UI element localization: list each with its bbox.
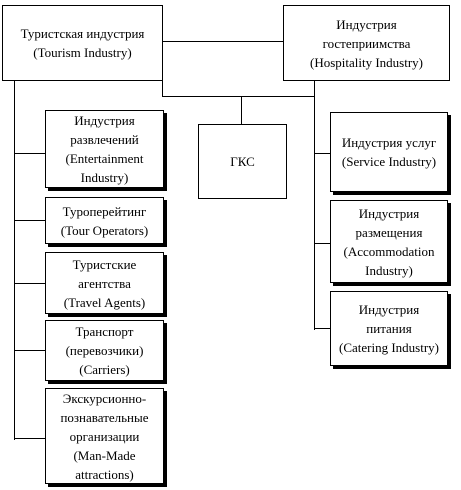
connector-hospitality-child-2	[314, 243, 330, 244]
travel-agents-line-3: (Travel Agents)	[63, 294, 146, 310]
entertainment-industry-box: Индустрия развлечений (Entertainment Ind…	[45, 110, 164, 188]
accommodation-line-4: Industry)	[365, 262, 413, 278]
entertainment-line-3: (Entertainment	[65, 151, 144, 166]
service-line-2: (Service Industry)	[341, 154, 437, 169]
tour-operators-line-1: Туроперейтинг	[62, 203, 147, 219]
connector-left-stub	[162, 80, 163, 97]
entertainment-line-1: Индустрия	[74, 113, 135, 128]
connector-tourism-child-5	[14, 438, 45, 439]
attractions-line-3: организации	[69, 428, 140, 444]
connector-tourism-child-3	[14, 283, 45, 284]
carriers-line-3: (Carriers)	[79, 362, 130, 377]
attractions-line-2: познавательные	[60, 409, 149, 425]
connector-hospitality-child-3	[314, 328, 330, 329]
gks-label: ГКС	[230, 154, 255, 169]
hospitality-line-3: (Hospitality Industry)	[309, 54, 423, 70]
connector-mid-horizontal	[162, 96, 314, 97]
tour-operators-box: Туроперейтинг (Tour Operators)	[45, 197, 164, 244]
connector-tourism-child-2	[14, 220, 45, 221]
carriers-line-2: (перевозчики)	[65, 343, 144, 358]
catering-line-1: Индустрия	[358, 302, 420, 317]
tourism-line-1: Туристская индустрия	[20, 26, 145, 41]
tour-operators-line-2: (Tour Operators)	[60, 222, 149, 238]
connector-tourism-trunk	[14, 80, 15, 440]
hospitality-industry-box: Индустрия гостеприимства (Hospitality In…	[283, 5, 450, 81]
gks-box: ГКС	[198, 124, 287, 199]
connector-hospitality-child-1	[314, 153, 330, 154]
attractions-line-1: Экскурсионно-	[62, 390, 147, 406]
man-made-attractions-box: Экскурсионно- познавательные организации…	[45, 388, 164, 484]
hospitality-line-1: Индустрия	[336, 16, 397, 32]
connector-tourism-child-4	[14, 350, 45, 351]
carriers-box: Транспорт (перевозчики) (Carriers)	[45, 320, 164, 381]
service-industry-box: Индустрия услуг (Service Industry)	[330, 112, 448, 192]
entertainment-line-4: Industry)	[80, 170, 129, 185]
connector-hospitality-trunk	[314, 80, 315, 330]
accommodation-industry-box: Индустрия размещения (Accommodation Indu…	[330, 200, 448, 283]
attractions-line-4: (Man-Made	[73, 447, 136, 463]
travel-agents-line-1: Туристские	[72, 256, 137, 272]
catering-line-3: (Catering Industry)	[338, 340, 439, 355]
accommodation-line-3: (Accommodation	[343, 243, 435, 259]
travel-agents-box: Туристские агентства (Travel Agents)	[45, 252, 164, 314]
connector-tourism-child-1	[14, 153, 45, 154]
travel-agents-line-2: агентства	[78, 275, 131, 291]
tourism-line-2: (Tourism Industry)	[33, 45, 132, 60]
hospitality-line-2: гостеприимства	[322, 35, 411, 51]
connector-top-horizontal	[162, 41, 283, 42]
accommodation-line-2: размещения	[355, 224, 423, 240]
catering-industry-box: Индустрия питания (Catering Industry)	[330, 291, 448, 366]
connector-gks-vertical	[241, 96, 242, 124]
entertainment-line-2: развлечений	[70, 132, 139, 147]
tourism-industry-box: Туристская индустрия (Tourism Industry)	[2, 5, 163, 81]
carriers-line-1: Транспорт	[75, 324, 134, 339]
service-line-1: Индустрия услуг	[341, 135, 437, 150]
attractions-line-5: attractions)	[75, 466, 134, 482]
accommodation-line-1: Индустрия	[358, 205, 420, 221]
catering-line-2: питания	[366, 321, 412, 336]
